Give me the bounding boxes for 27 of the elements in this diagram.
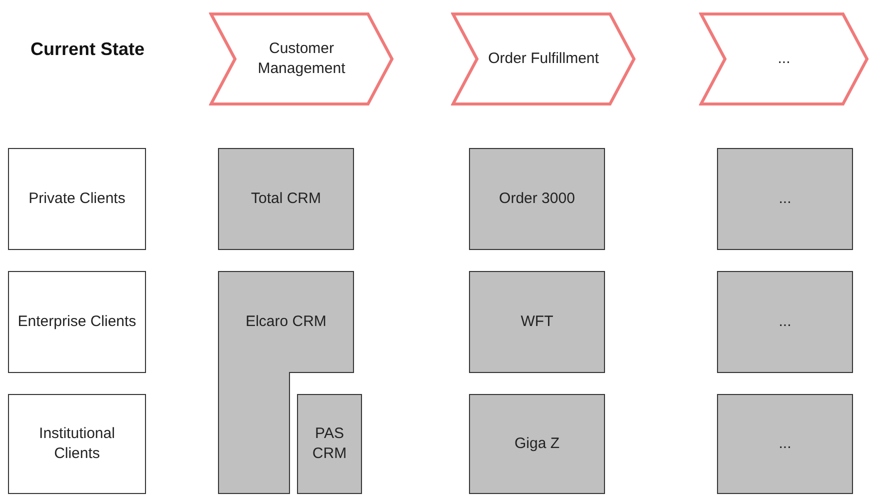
node-label: Order Fulfillment — [488, 49, 599, 69]
node-label: PAS CRM — [311, 424, 348, 464]
application-box — [717, 148, 853, 250]
application-box — [717, 394, 853, 494]
node-label: Institutional Clients — [38, 424, 116, 464]
application-box — [469, 394, 605, 494]
node-label: Private Clients — [28, 189, 126, 209]
node-label: Enterprise Clients — [18, 312, 136, 332]
node-label: WFT — [520, 312, 554, 332]
application-box — [469, 148, 605, 250]
node-label: ... — [778, 312, 792, 332]
node-label: Customer Management — [256, 39, 346, 79]
node-label: Order 3000 — [499, 189, 575, 209]
node-label: Elcaro CRM — [246, 312, 326, 332]
row-header-box — [8, 394, 146, 494]
application-box — [297, 394, 362, 494]
node-label: Total CRM — [250, 189, 321, 209]
application-box — [717, 271, 853, 373]
node-label: ... — [778, 49, 790, 69]
row-header-box — [8, 148, 146, 250]
diagram-title: Current State — [30, 38, 145, 61]
node-label: ... — [778, 434, 792, 454]
node-label: ... — [778, 189, 792, 209]
node-label: Giga Z — [514, 434, 560, 454]
row-header-box — [8, 271, 146, 373]
application-box — [218, 148, 354, 250]
application-box — [469, 271, 605, 373]
